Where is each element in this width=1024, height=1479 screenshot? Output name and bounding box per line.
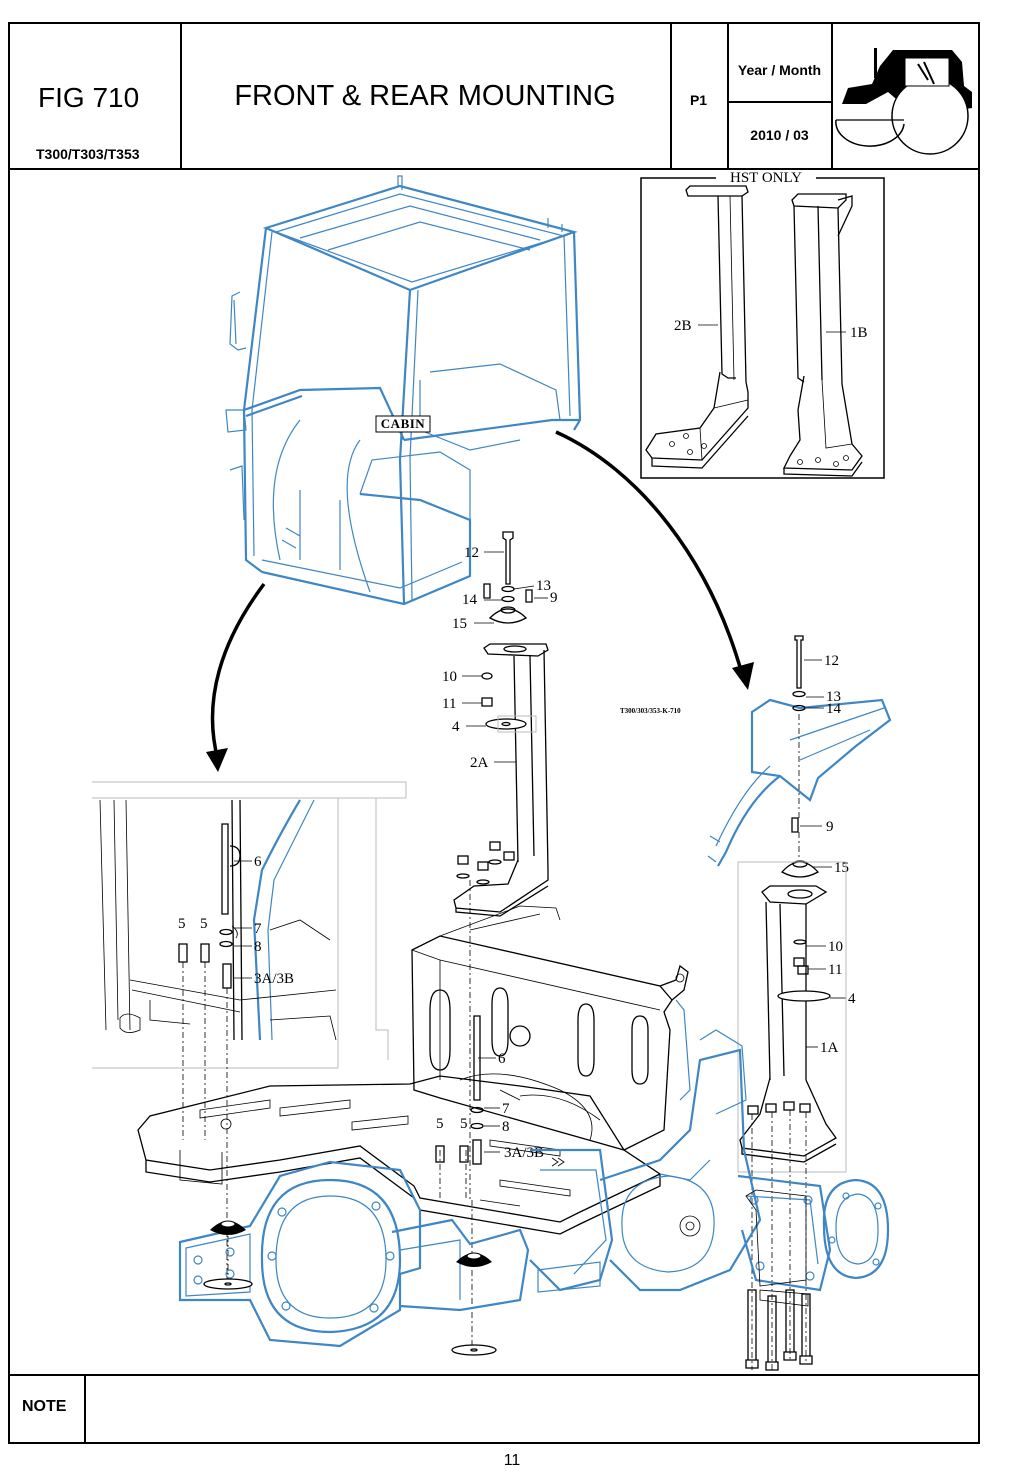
year-month-divider xyxy=(727,101,831,103)
callout-3a-3b-detail: 3A/3B xyxy=(254,971,294,987)
hst-inset: HST ONLY 2B 1B xyxy=(640,170,885,479)
callout-8-detail: 8 xyxy=(254,939,262,955)
inset-title: HST ONLY xyxy=(730,170,802,186)
callout-5-main-left: 5 xyxy=(436,1116,444,1132)
callout-8-main: 8 xyxy=(502,1119,510,1135)
note-top-rule xyxy=(8,1374,980,1376)
stand-2b xyxy=(645,185,749,469)
fig-number: FIG 710 xyxy=(38,82,140,113)
callout-10-rear: 10 xyxy=(828,939,843,955)
callout-3a-3b-main: 3A/3B xyxy=(504,1145,544,1161)
year-month-value: 2010 / 03 xyxy=(750,127,809,143)
cabin-label: CABIN xyxy=(381,416,426,431)
callout-14-front: 14 xyxy=(462,592,478,608)
callout-11-front: 11 xyxy=(442,696,456,712)
callout-9-front: 9 xyxy=(550,590,558,606)
callout-13-front: 13 xyxy=(536,578,551,594)
lower-mounts xyxy=(203,1220,497,1356)
page-code: P1 xyxy=(689,92,708,108)
note-divider xyxy=(84,1374,86,1444)
fig-cell xyxy=(8,22,182,170)
callout-4-rear: 4 xyxy=(848,991,856,1007)
stand-2a-assembly xyxy=(453,531,549,917)
callout-12-rear: 12 xyxy=(824,653,839,669)
callout-2a: 2A xyxy=(470,755,489,771)
model-list: T300/T303/T353 xyxy=(36,146,140,162)
callout-5-main-right: 5 xyxy=(460,1116,468,1132)
callout-15-front: 15 xyxy=(452,616,467,632)
arrow-to-front-detail xyxy=(210,582,266,761)
arrow-to-rear-detail xyxy=(555,430,744,675)
rear-bracket xyxy=(707,698,892,867)
callout-6-main: 6 xyxy=(498,1051,506,1067)
drawing-code: T300/303/353-K-710 xyxy=(620,707,681,715)
cabin-frame xyxy=(225,175,582,606)
year-month-cell xyxy=(727,22,833,170)
callout-12-front: 12 xyxy=(464,545,479,561)
note-label: NOTE xyxy=(22,1398,67,1415)
callout-11-rear: 11 xyxy=(828,962,842,978)
callout-9-rear: 9 xyxy=(826,819,834,835)
callout-5-detail-right: 5 xyxy=(200,916,208,932)
page-title: FRONT & REAR MOUNTING xyxy=(234,80,616,112)
callout-14-rear: 14 xyxy=(826,701,842,717)
title-cell xyxy=(180,22,672,170)
callout-1b: 1B xyxy=(850,325,868,341)
page-frame xyxy=(8,22,980,1444)
header-bottom-rule xyxy=(8,168,980,170)
page-cell xyxy=(670,22,729,170)
tractor-icon xyxy=(835,48,972,155)
callout-7-detail: 7 xyxy=(254,921,262,937)
callout-2b: 2B xyxy=(674,318,692,334)
year-month-label: Year / Month xyxy=(737,62,822,78)
callout-4-front: 4 xyxy=(452,719,460,735)
rear-long-bolts xyxy=(745,1289,813,1371)
callout-5-detail-left: 5 xyxy=(178,916,186,932)
callout-13-rear: 13 xyxy=(826,689,841,705)
alignment-lines xyxy=(182,714,807,1370)
callout-7-main: 7 xyxy=(502,1101,510,1117)
page-number: 11 xyxy=(503,1452,521,1469)
callout-15-rear: 15 xyxy=(834,860,849,876)
callout-1a: 1A xyxy=(820,1040,839,1056)
transmission-housing xyxy=(178,999,890,1348)
callout-6-detail: 6 xyxy=(254,854,262,870)
stand-1a-assembly xyxy=(739,635,837,1163)
front-detail-panel xyxy=(92,781,407,1069)
chassis-assembly xyxy=(137,905,689,1235)
stand-1b xyxy=(782,193,863,477)
callout-10-front: 10 xyxy=(442,669,457,685)
